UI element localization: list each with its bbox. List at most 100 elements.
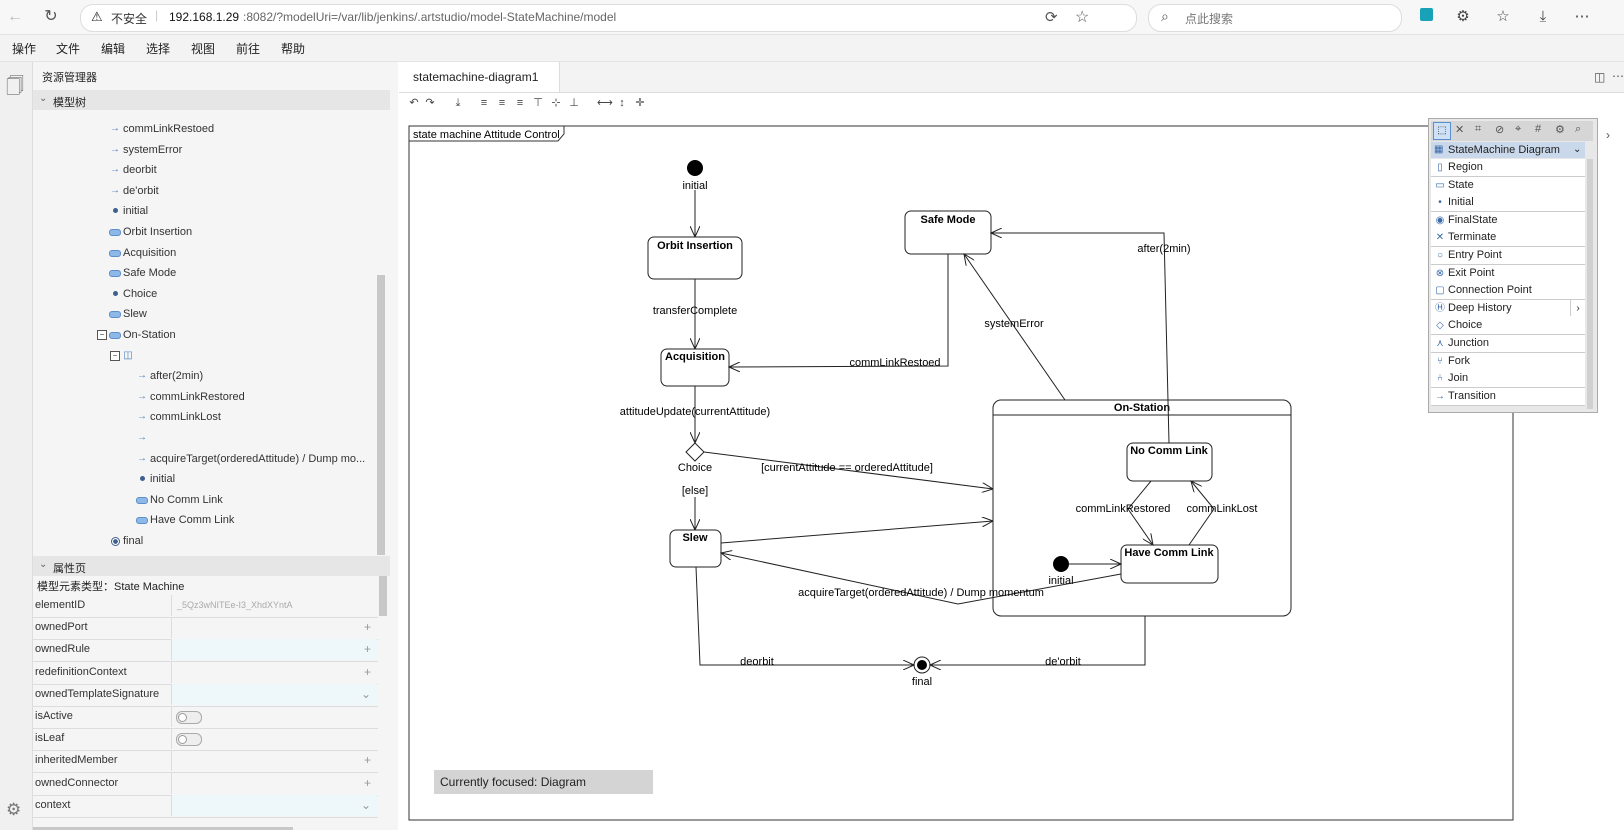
align-bottom-icon[interactable]: ⊥ bbox=[569, 97, 579, 109]
extension-icon[interactable] bbox=[1416, 7, 1436, 27]
menu-view[interactable]: 视图 bbox=[191, 42, 216, 56]
transition-comm-link-lost[interactable] bbox=[1191, 481, 1215, 510]
property-value[interactable]: _5Qz3wNITEe-I3_XhdXYntA bbox=[171, 595, 377, 616]
transition-system-error[interactable] bbox=[964, 254, 1066, 401]
model-tree-header[interactable]: ⌄ 模型树 bbox=[33, 90, 390, 110]
tree-item[interactable]: Have Comm Link bbox=[33, 510, 388, 530]
same-width-icon[interactable]: ⟷ bbox=[597, 97, 613, 109]
align-right-icon[interactable]: ≡ bbox=[516, 97, 524, 109]
toggle-switch[interactable] bbox=[176, 711, 202, 724]
grid-tool-icon[interactable]: # bbox=[1535, 123, 1542, 135]
chevron-down-icon[interactable]: ⌄ bbox=[360, 686, 371, 701]
palette-item-fork[interactable]: ⑂Fork bbox=[1431, 352, 1585, 371]
puzzle-icon[interactable]: ⚙ bbox=[1456, 8, 1470, 25]
property-dropdown[interactable]: ⌄ bbox=[171, 683, 377, 705]
tree-item[interactable]: →commLinkRestoed bbox=[33, 119, 388, 139]
align-center-icon[interactable]: ≡ bbox=[498, 97, 506, 109]
tree-item[interactable]: −On-Station bbox=[33, 325, 388, 345]
palette-item-region[interactable]: ▯Region bbox=[1431, 159, 1585, 177]
tab-statemachine-diagram[interactable]: statemachine-diagram1 bbox=[399, 62, 560, 92]
transition-acquire-target[interactable] bbox=[721, 553, 1122, 605]
properties-hscrollbar[interactable] bbox=[33, 827, 293, 830]
select-tool-icon[interactable]: ⬚ bbox=[1433, 122, 1451, 140]
property-add[interactable]: + bbox=[171, 617, 377, 639]
delete-tool-icon[interactable]: ✕ bbox=[1455, 124, 1465, 136]
tree-item[interactable]: Acquisition bbox=[33, 243, 388, 263]
explorer-files-icon[interactable]: 🗍 bbox=[6, 76, 24, 96]
editor-more-icon[interactable]: ⋯ bbox=[1612, 69, 1624, 83]
undo-icon[interactable]: ↶ bbox=[409, 97, 419, 109]
align-middle-icon[interactable]: ⊹ bbox=[551, 97, 561, 109]
transition-comm-link-restoed[interactable] bbox=[729, 254, 949, 367]
property-toggle[interactable] bbox=[171, 728, 377, 750]
center-tool-icon[interactable]: ⌖ bbox=[1515, 123, 1522, 135]
tree-scrollbar[interactable] bbox=[377, 275, 385, 555]
collapse-toggle-icon[interactable]: − bbox=[97, 330, 107, 340]
validate-tool-icon[interactable]: ⊘ bbox=[1495, 124, 1505, 136]
palette-item-initial[interactable]: •Initial bbox=[1431, 194, 1585, 213]
tree-item[interactable]: →commLinkLost bbox=[33, 407, 388, 427]
redo-icon[interactable]: ↷ bbox=[425, 97, 435, 109]
palette-item-entry-point[interactable]: ○Entry Point bbox=[1431, 247, 1585, 265]
transition-guard-equal[interactable] bbox=[703, 451, 993, 489]
state-slew[interactable] bbox=[669, 529, 722, 568]
same-height-icon[interactable]: ↕ bbox=[619, 97, 625, 109]
transition-comm-link-restored[interactable] bbox=[1127, 508, 1153, 545]
tree-item[interactable]: final bbox=[33, 531, 388, 551]
tree-item[interactable]: −◫ bbox=[33, 346, 388, 366]
palette-item-finalstate[interactable]: ◉FinalState bbox=[1431, 211, 1585, 230]
chevron-down-icon[interactable]: ⌄ bbox=[360, 797, 371, 812]
more-icon[interactable]: ⋯ bbox=[1574, 8, 1590, 25]
palette-item-join[interactable]: ⑃Join bbox=[1431, 370, 1585, 389]
same-size-icon[interactable]: ✛ bbox=[635, 97, 645, 109]
tree-item[interactable]: No Comm Link bbox=[33, 490, 388, 510]
palette-item-exit-point[interactable]: ⊗Exit Point bbox=[1431, 264, 1585, 283]
align-top-icon[interactable]: ⊤ bbox=[533, 97, 543, 109]
palette-scrollbar[interactable] bbox=[1587, 159, 1593, 409]
tree-item[interactable]: initial bbox=[33, 469, 388, 489]
palette-item-terminate[interactable]: ✕Terminate bbox=[1431, 229, 1585, 248]
tree-item[interactable]: →after(2min) bbox=[33, 366, 388, 386]
toggle-switch[interactable] bbox=[176, 733, 202, 747]
palette-item-transition[interactable]: →Transition bbox=[1431, 387, 1585, 406]
menu-file[interactable]: 文件 bbox=[56, 42, 81, 56]
tree-item[interactable]: →deorbit bbox=[33, 160, 388, 180]
palette-item-junction[interactable]: ⋏Junction bbox=[1431, 335, 1585, 353]
property-toggle[interactable] bbox=[171, 706, 377, 727]
plus-icon[interactable]: + bbox=[363, 664, 371, 679]
menu-edit[interactable]: 编辑 bbox=[101, 42, 126, 56]
menu-select[interactable]: 选择 bbox=[146, 42, 171, 56]
menu-operate[interactable]: 操作 bbox=[12, 42, 37, 56]
downloads-icon[interactable]: ⤓ bbox=[1539, 8, 1547, 25]
transition-de-orbit[interactable] bbox=[930, 616, 1146, 665]
collections-icon[interactable]: ☆ bbox=[1496, 8, 1510, 25]
reload-icon[interactable]: ↻ bbox=[44, 8, 58, 25]
translate-icon[interactable]: ⟳ bbox=[1045, 9, 1058, 26]
properties-header[interactable]: ⌄ 属性页 bbox=[33, 556, 390, 576]
menu-go[interactable]: 前往 bbox=[236, 42, 261, 56]
tree-item[interactable]: initial bbox=[33, 201, 388, 221]
palette-header[interactable]: ▦ StateMachine Diagram ⌄ bbox=[1431, 142, 1585, 158]
back-icon[interactable]: ← bbox=[7, 8, 23, 25]
chevron-right-icon[interactable]: › bbox=[1570, 299, 1585, 316]
transition-slew-onstation[interactable] bbox=[720, 521, 993, 544]
layout-tool-icon[interactable]: ⚙ bbox=[1555, 124, 1565, 136]
palette-item-connection-point-reference[interactable]: ▢Connection Point Reference bbox=[1431, 282, 1585, 313]
menu-help[interactable]: 帮助 bbox=[281, 42, 306, 56]
plus-icon[interactable]: + bbox=[363, 620, 371, 635]
search-tool-icon[interactable]: ⌕ bbox=[1575, 123, 1582, 135]
browser-search-box[interactable]: ⌕ 点此搜索 bbox=[1148, 4, 1402, 32]
property-dropdown[interactable]: ⌄ bbox=[171, 794, 377, 816]
fit-tool-icon[interactable]: ⌗ bbox=[1475, 123, 1482, 135]
tree-item[interactable]: → bbox=[33, 428, 388, 448]
palette-item-choice[interactable]: ◇Choice bbox=[1431, 317, 1585, 336]
choice-pseudostate[interactable] bbox=[685, 442, 705, 462]
export-icon[interactable]: ⤓ bbox=[455, 97, 461, 109]
state-no-comm-link[interactable] bbox=[1126, 442, 1213, 482]
property-add[interactable]: + bbox=[171, 772, 377, 794]
tree-item[interactable]: →commLinkRestored bbox=[33, 387, 388, 407]
transition-comm-link-lost-a[interactable] bbox=[1188, 508, 1215, 546]
plus-icon[interactable]: + bbox=[363, 642, 371, 657]
